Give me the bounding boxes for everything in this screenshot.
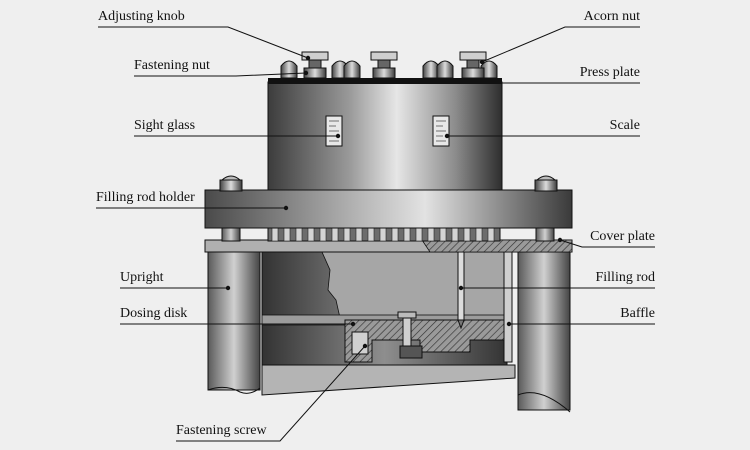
label-filling-rod: Filling rod <box>595 270 655 285</box>
leader-lines <box>96 26 655 442</box>
label-filling-rod-holder: Filling rod holder <box>96 190 195 205</box>
cover-plate <box>204 239 573 253</box>
label-upright: Upright <box>120 270 164 285</box>
label-dosing-disk: Dosing disk <box>120 306 188 321</box>
filling-rod-holder-plate <box>204 175 573 229</box>
label-acorn-nut: Acorn nut <box>583 9 640 24</box>
top-hardware <box>280 51 498 79</box>
dosing-disk-section <box>261 251 513 363</box>
label-press-plate: Press plate <box>579 65 640 80</box>
label-sight-glass: Sight glass <box>134 118 196 133</box>
label-fastening-screw: Fastening screw <box>176 423 267 438</box>
label-baffle: Baffle <box>620 306 655 321</box>
label-adjusting-knob: Adjusting knob <box>98 9 185 24</box>
label-cover-plate: Cover plate <box>590 229 655 244</box>
label-scale: Scale <box>609 118 640 133</box>
leader-dots <box>225 55 563 349</box>
uprights <box>207 249 571 413</box>
press-plate <box>268 78 502 84</box>
label-fastening-nut: Fastening nut <box>134 58 210 73</box>
filling-rod-array <box>221 227 555 242</box>
